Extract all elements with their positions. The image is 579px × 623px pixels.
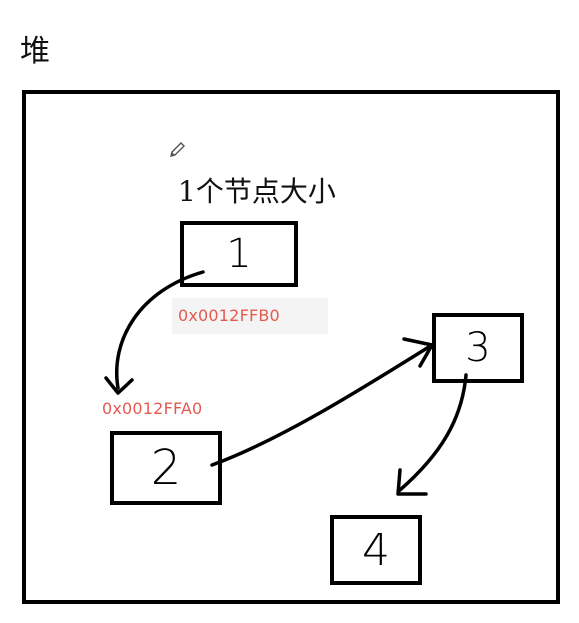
pencil-icon xyxy=(168,140,188,160)
node-size-caption: 1个节点大小 xyxy=(178,175,336,208)
node-3-label: 3 xyxy=(465,325,491,371)
node-2-label: 2 xyxy=(150,440,182,496)
node-4-label: 4 xyxy=(362,524,390,576)
node-1: 1 xyxy=(180,221,298,287)
heap-title: 堆 xyxy=(20,34,50,69)
node-2-address: 0x0012FFA0 xyxy=(102,399,203,418)
heap-region xyxy=(22,90,560,604)
node-1-label: 1 xyxy=(226,231,252,277)
node-2: 2 xyxy=(110,431,222,505)
node-4: 4 xyxy=(330,515,422,585)
node-1-address: 0x0012FFB0 xyxy=(172,298,328,334)
node-3: 3 xyxy=(432,313,524,383)
